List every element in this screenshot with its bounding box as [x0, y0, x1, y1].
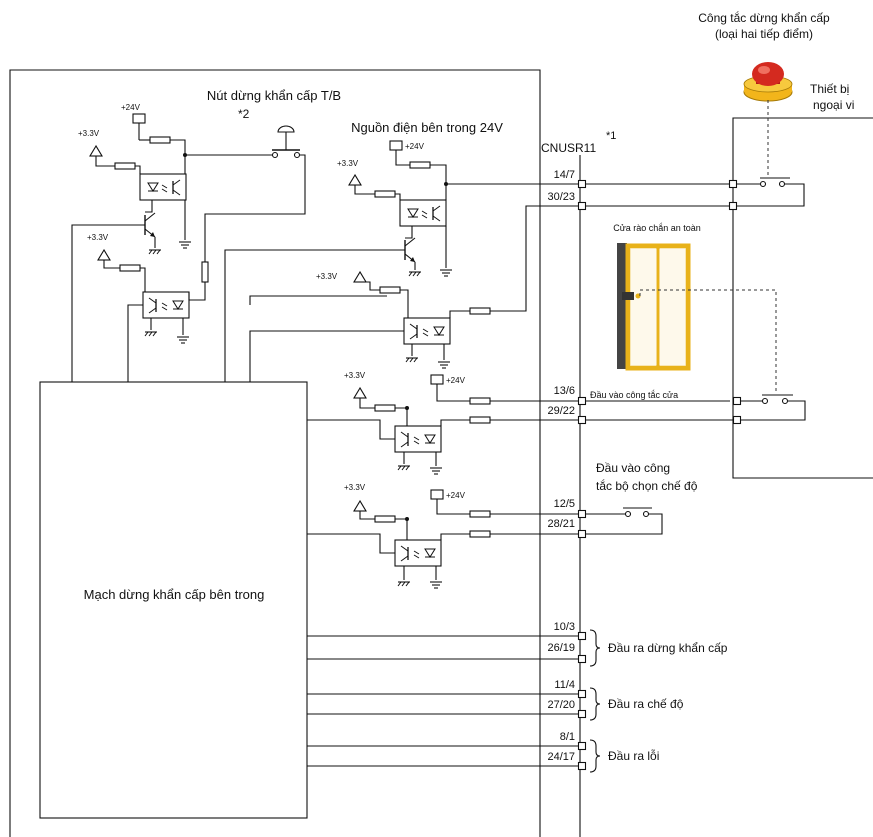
pin-label: 29/22 [547, 405, 575, 417]
connector-label: CNUSR11 [541, 141, 596, 155]
pin-label: 13/6 [554, 385, 575, 397]
mode-input-label-2: tắc bộ chọn chế độ [596, 478, 698, 493]
internal-33v-label-2: +3.3V [316, 272, 338, 281]
tb-transistor [144, 212, 156, 238]
pin-label: 24/17 [547, 751, 575, 763]
mode-24v-label: +24V [446, 491, 466, 500]
mode-switch-contact [624, 510, 632, 518]
controller-enclosure [9, 69, 541, 837]
door-33v-label: +3.3V [344, 371, 366, 380]
pin-label: 14/7 [554, 169, 575, 181]
door-optocoupler [394, 425, 442, 453]
mode-24v-source [430, 489, 444, 500]
internal-33v-label: +3.3V [337, 159, 359, 168]
tb-pushbutton-icon [271, 125, 301, 159]
tb-optocoupler-2 [142, 291, 190, 319]
error-output-label: Đầu ra lỗi [608, 748, 659, 763]
mode-33v-label: +3.3V [344, 483, 366, 492]
pin-label: 26/19 [547, 642, 575, 654]
pin-label: 12/5 [554, 498, 575, 510]
note-2-label: *2 [238, 107, 250, 121]
connector-pins: 14/7 30/23 13/6 29/22 12/5 28/21 10/3 26… [547, 169, 587, 771]
internal-circuit-label: Mạch dừng khẩn cấp bên trong [84, 587, 265, 602]
mode-optocoupler [394, 539, 442, 567]
pin-label: 10/3 [554, 621, 575, 633]
emergency-stop-button-icon [743, 62, 793, 102]
internal-circuit-box [39, 381, 308, 819]
mode-output-label: Đầu ra chế độ [608, 697, 684, 711]
internal-24v-source [389, 140, 403, 151]
pin-label: 8/1 [560, 731, 575, 743]
mode-input-label-1: Đầu vào công [596, 461, 670, 475]
estop-output-label: Đầu ra dừng khẩn cấp [608, 641, 728, 655]
internal-transistor [404, 237, 416, 263]
pin-label: 30/23 [547, 191, 575, 203]
internal-24v-label: +24V [405, 142, 425, 151]
emergency-switch-title-1: Công tắc dừng khẩn cấp [698, 10, 830, 25]
pin-label: 28/21 [547, 518, 575, 530]
internal-optocoupler-1 [399, 199, 447, 227]
peripheral-enclosure [732, 117, 873, 479]
safety-door-image [617, 243, 691, 371]
tb-24v-source [132, 113, 146, 140]
peripheral-label-1: Thiết bị [810, 82, 849, 96]
safety-door-label: Cửa rào chắn an toàn [613, 223, 701, 233]
emergency-switch-title-2: (loại hai tiếp điểm) [715, 27, 813, 41]
door-input-label: Đầu vào công tắc cửa [590, 390, 678, 400]
internal-optocoupler-2 [403, 317, 451, 345]
pin-label: 11/4 [554, 679, 575, 691]
door-24v-source [430, 374, 444, 385]
tb-33v-label: +3.3V [78, 129, 100, 138]
tb-button-label: Nút dừng khẩn cấp T/B [207, 88, 341, 103]
tb-24v-label: +24V [121, 103, 141, 112]
internal-power-label: Nguồn điện bên trong 24V [351, 120, 503, 135]
peripheral-label-2: ngoại vi [813, 98, 854, 112]
tb-33v-label-2: +3.3V [87, 233, 109, 242]
note-1-label: *1 [606, 130, 616, 142]
door-24v-label: +24V [446, 376, 466, 385]
pin-label: 27/20 [547, 699, 575, 711]
tb-optocoupler-1 [139, 173, 187, 201]
